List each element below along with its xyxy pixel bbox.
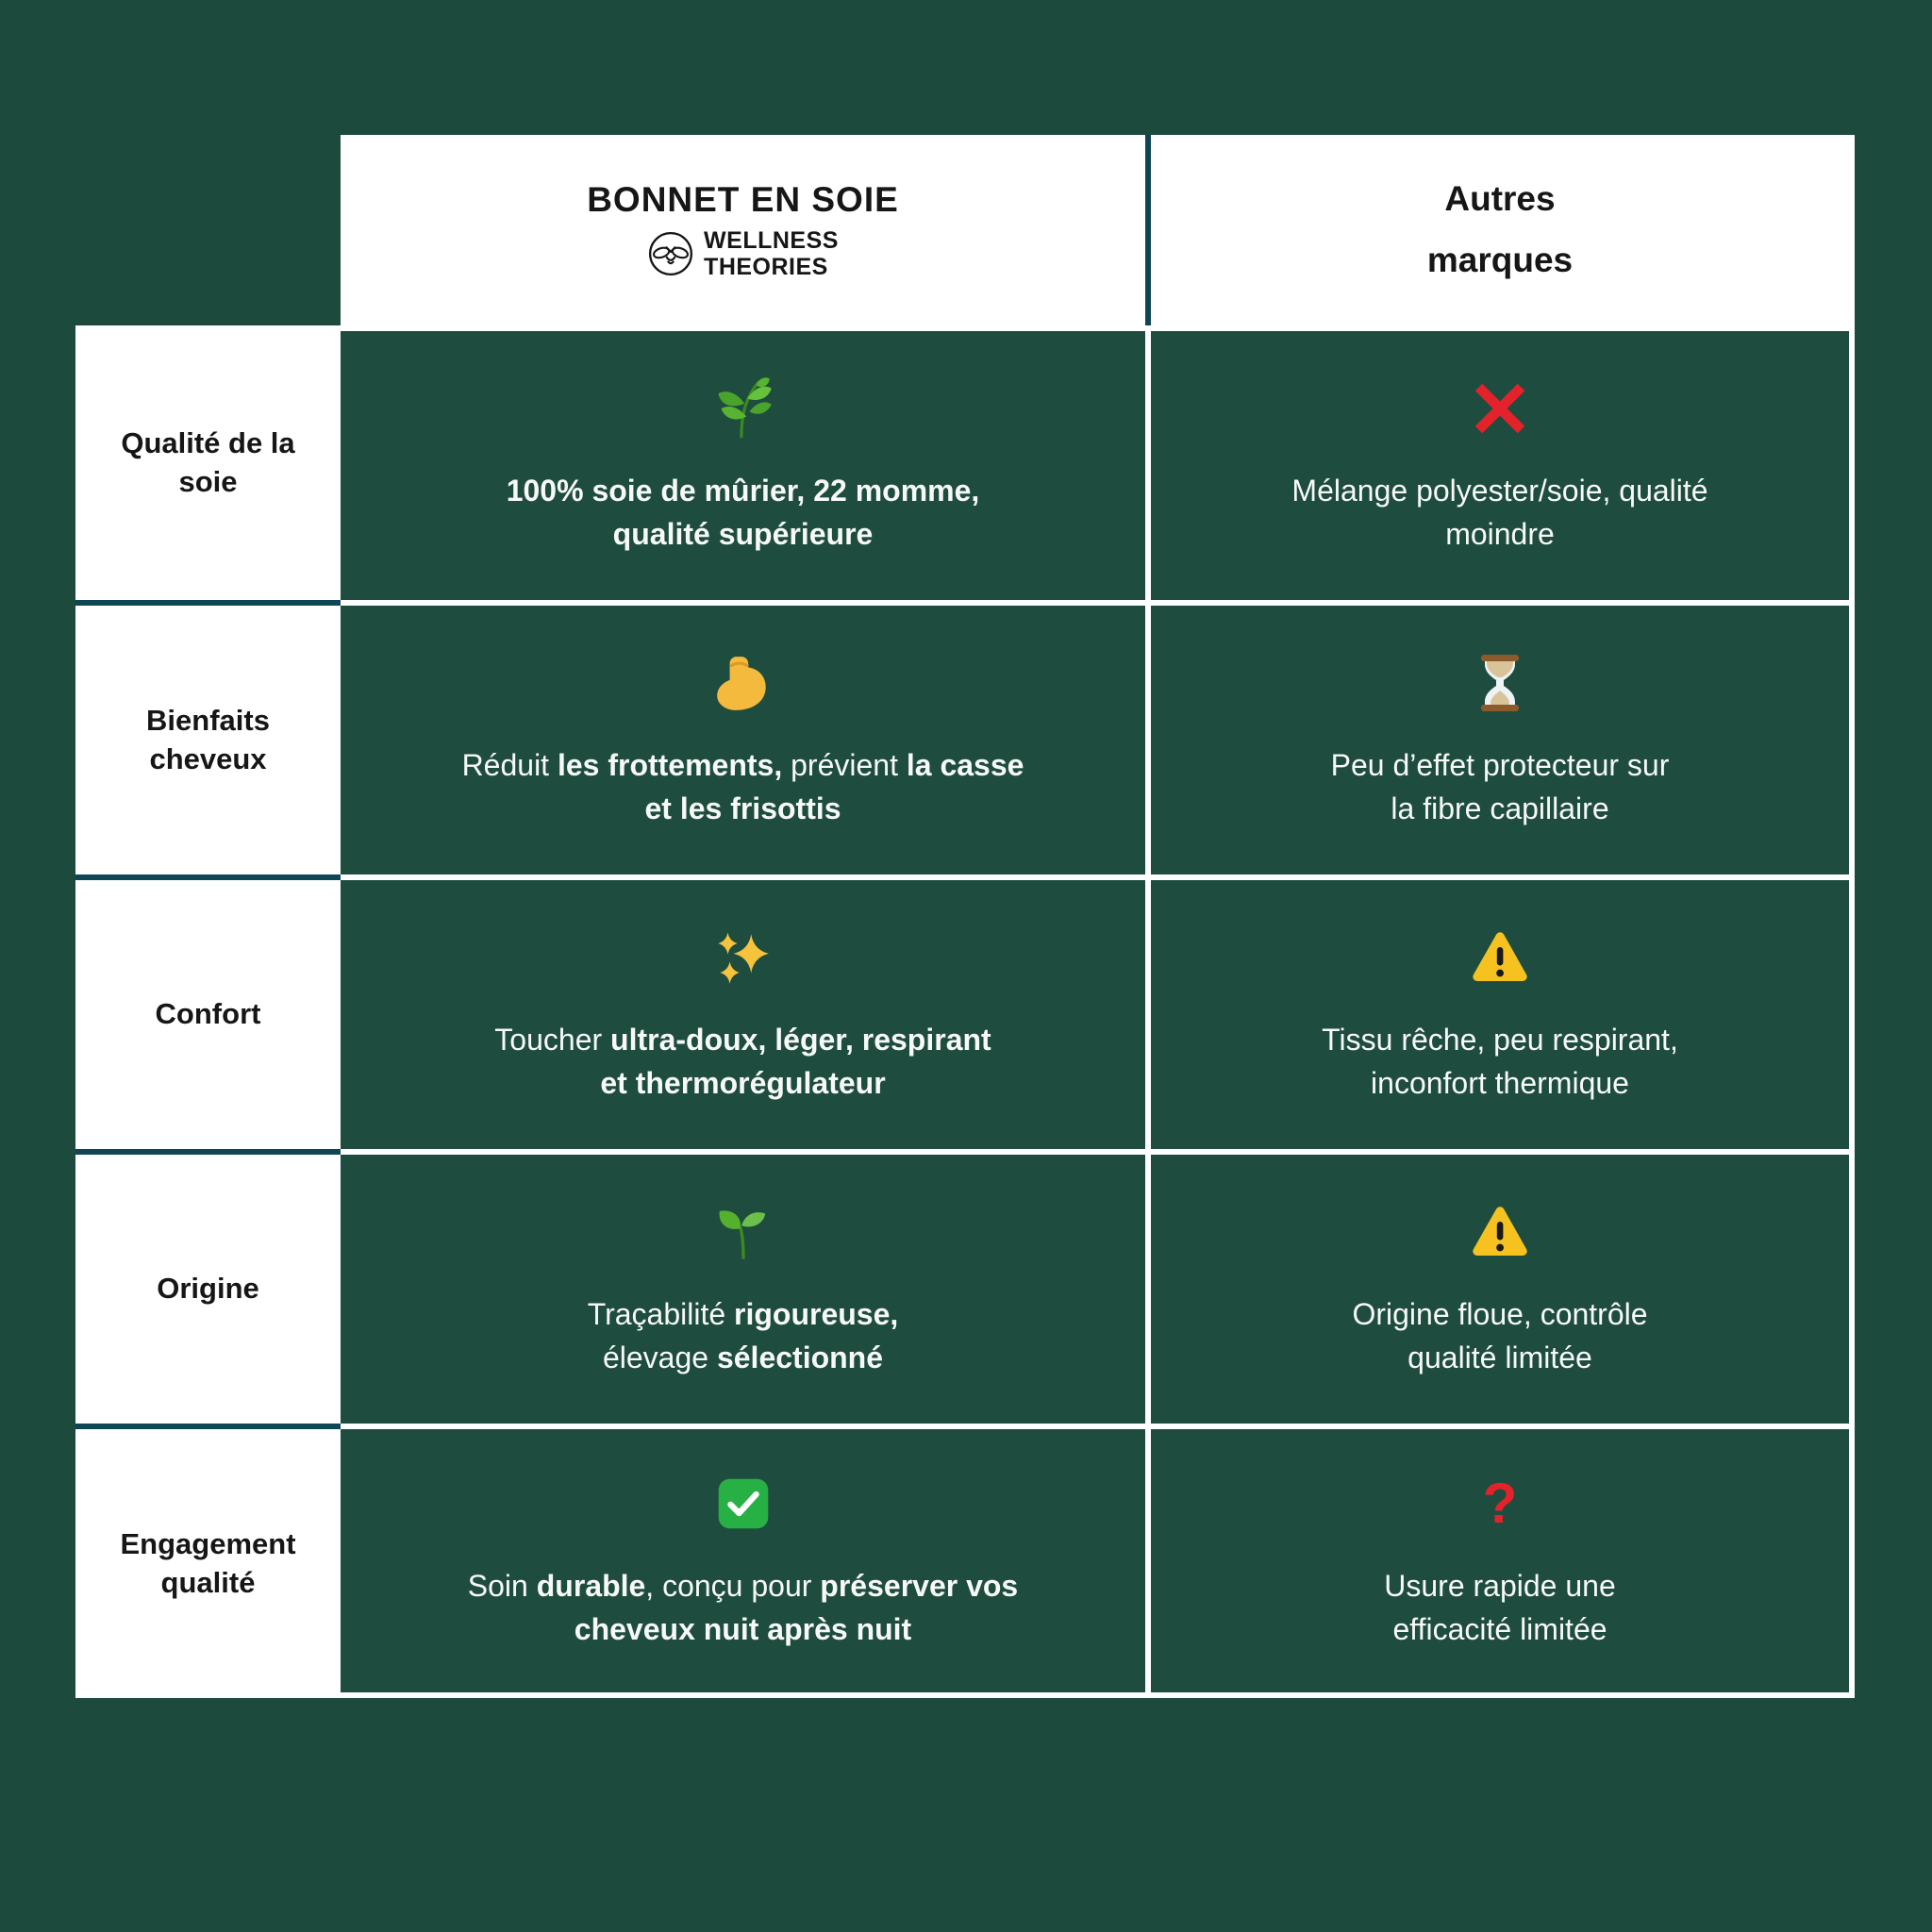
others-title-line-1: Autres: [1444, 179, 1556, 219]
others-title-line-2: marques: [1426, 241, 1574, 279]
text-segment: Toucher: [494, 1023, 611, 1058]
text-segment: sélectionné: [716, 1340, 884, 1374]
product-cell-qualite-soie: 100% soie de mûrier, 22 momme, qualité s…: [341, 325, 1145, 600]
brand-line-1: WELLNESS: [704, 227, 839, 254]
product-text-engagement: Soin durable, conçu pour préserver vos c…: [460, 1565, 1026, 1651]
herb-icon: [711, 375, 775, 441]
others-title: Autres marques: [1427, 169, 1573, 291]
others-text-bienfaits: Peu d’effet protecteur sur la fibre capi…: [1330, 748, 1670, 825]
check-mark-button-icon: [716, 1471, 771, 1537]
product-cell-bienfaits: Réduit les frottements, prévient la cass…: [341, 600, 1145, 874]
text-segment: Soin: [467, 1569, 537, 1604]
text-segment: prévient: [782, 748, 907, 783]
red-question-mark-icon: ?: [1482, 1472, 1518, 1536]
others-text-confort: Tissu rêche, peu respirant, inconfort th…: [1322, 1023, 1678, 1100]
text-segment: Réduit: [461, 748, 558, 783]
product-cell-engagement: Soin durable, conçu pour préserver vos c…: [341, 1424, 1145, 1698]
others-cell-confort: Tissu rêche, peu respirant, inconfort th…: [1145, 874, 1855, 1149]
text-segment: rigoureuse,: [734, 1297, 899, 1332]
row-label-engagement: Engagement qualité: [75, 1424, 341, 1698]
header-spacer: [75, 135, 341, 325]
others-text-qualite-soie: Mélange polyester/soie, qualité moindre: [1291, 474, 1708, 551]
product-text-confort: Toucher ultra-doux, léger, respirant et …: [479, 1019, 1008, 1105]
product-title: BONNET EN SOIE: [587, 180, 899, 219]
product-cell-confort: Toucher ultra-doux, léger, respirant et …: [341, 874, 1145, 1149]
hourglass-icon: [1474, 650, 1526, 716]
text-segment: , conçu pour: [645, 1569, 821, 1604]
text-segment: la casse et les frisottis: [644, 748, 1024, 825]
row-label-confort: Confort: [75, 874, 341, 1149]
others-cell-qualite-soie: Mélange polyester/soie, qualité moindre: [1145, 325, 1855, 600]
sparkles-icon: [712, 924, 774, 991]
warning-icon: [1467, 924, 1533, 991]
text-segment: ultra-doux, léger, respirant et thermoré…: [600, 1023, 991, 1100]
row-label-qualite-soie: Qualité de la soie: [75, 325, 341, 600]
bee-circle-logo-icon: [647, 229, 694, 278]
row-label-origine: Origine: [75, 1149, 341, 1424]
text-segment: préserver vos cheveux nuit après nuit: [574, 1569, 1019, 1646]
brand-name: WELLNESS THEORIES: [704, 227, 839, 280]
text-segment: les frottements,: [557, 748, 783, 783]
text-segment: Traçabilité: [587, 1297, 735, 1332]
others-cell-engagement: ? Usure rapide une efficacité limitée: [1145, 1424, 1855, 1698]
product-cell-origine: Traçabilité rigoureuse, élevage sélectio…: [341, 1149, 1145, 1424]
others-cell-bienfaits: Peu d’effet protecteur sur la fibre capi…: [1145, 600, 1855, 874]
product-text-origine: Traçabilité rigoureuse, élevage sélectio…: [541, 1293, 946, 1379]
text-segment: durable: [536, 1569, 646, 1604]
text-segment: élevage: [602, 1340, 717, 1374]
header-product-column: BONNET EN SOIE WELLNESS THEORIES: [341, 135, 1145, 325]
others-text-engagement: Usure rapide une efficacité limitée: [1384, 1569, 1616, 1646]
product-text-qualite-soie: 100% soie de mûrier, 22 momme, qualité s…: [479, 470, 1008, 556]
brand-lockup: WELLNESS THEORIES: [647, 227, 839, 280]
brand-line-2: THEORIES: [704, 254, 828, 280]
text-segment: 100% soie de mûrier, 22 momme, qualité s…: [506, 474, 980, 551]
seedling-icon: [714, 1199, 773, 1265]
others-text-origine: Origine floue, contrôle qualité limitée: [1352, 1297, 1648, 1374]
comparison-table: BONNET EN SOIE WELLNESS THEORIES Autres: [75, 135, 1855, 1698]
warning-icon: [1467, 1199, 1533, 1265]
header-others-column: Autres marques: [1145, 135, 1855, 325]
others-cell-origine: Origine floue, contrôle qualité limitée: [1145, 1149, 1855, 1424]
flexed-biceps-icon: [712, 650, 774, 716]
row-label-bienfaits: Bienfaits cheveux: [75, 600, 341, 874]
cross-mark-icon: [1472, 375, 1528, 441]
product-text-bienfaits: Réduit les frottements, prévient la cass…: [460, 744, 1026, 830]
